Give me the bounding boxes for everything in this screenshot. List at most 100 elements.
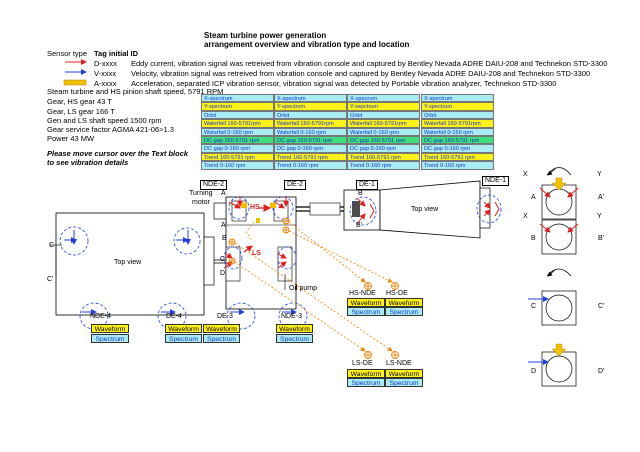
table-cell[interactable]: DC gap 0-160 rpm: [421, 144, 494, 153]
table-cell[interactable]: Trend 0-160 rpm: [347, 161, 420, 170]
table-cell[interactable]: Orbit: [201, 110, 274, 120]
ls-de-spectrum-button[interactable]: Spectrum: [347, 378, 385, 387]
label-de3[interactable]: DE-3: [217, 313, 233, 320]
ls-nde-spectrum-button[interactable]: Spectrum: [385, 378, 423, 387]
letter-view-c-prime: C': [598, 303, 605, 310]
bearing-marker: [173, 227, 201, 255]
legend-desc-velocity: Velocity, vibration signal was retreived…: [131, 69, 591, 78]
hs-de-waveform-button[interactable]: Waveform: [385, 298, 423, 307]
table-cell[interactable]: DC gap 160-5791 rpm: [274, 136, 347, 145]
legend-tag-eddy: D-xxxx: [94, 59, 117, 68]
letter-view-b: B: [531, 235, 536, 242]
spec-speed: Steam turbine and HS pinion shaft speed,…: [47, 87, 224, 96]
table-cell[interactable]: DC gap 0-160 rpm: [201, 144, 274, 153]
table-cell[interactable]: DC gap 0-160 rpm: [347, 144, 420, 153]
table-cell[interactable]: X-spectrum: [201, 94, 274, 103]
instruction-line1: Please move cursor over the Text block: [47, 149, 189, 158]
legend-tag-accel: A-xxxx: [94, 79, 117, 88]
letter-view-d-prime: D': [598, 368, 605, 375]
table-cell[interactable]: X-specrum: [347, 94, 420, 103]
de3-spectrum-button[interactable]: Spectrum: [203, 334, 240, 343]
hs-nde-waveform-button[interactable]: Waveform: [347, 298, 385, 307]
table-cell[interactable]: Orbit: [347, 110, 420, 120]
nde4-waveform-button[interactable]: Waveform: [91, 324, 129, 333]
table-cell[interactable]: Y-spectrum: [274, 102, 347, 111]
label-de4[interactable]: DE-4: [166, 313, 182, 320]
legend-header-type: Sensor type: [47, 49, 88, 58]
ls-nde-waveform-button[interactable]: Waveform: [385, 369, 423, 378]
letter-view-d: D: [531, 368, 537, 375]
spec-service-factor: Gear service factor AGMA 421-06>1.3: [47, 125, 174, 134]
de4-waveform-button[interactable]: Waveform: [165, 324, 202, 333]
nde3-spectrum-button[interactable]: Spectrum: [276, 334, 313, 343]
page-title: Steam turbine power generation: [204, 31, 327, 40]
hs-de-spectrum-button[interactable]: Spectrum: [385, 307, 423, 316]
letter-turbine-b: B: [358, 190, 363, 197]
ls-de-waveform-button[interactable]: Waveform: [347, 369, 385, 378]
table-cell[interactable]: Trend 160-5791 rpm: [201, 152, 274, 162]
table-cell[interactable]: Waterfall 160-5791rpm: [201, 119, 274, 128]
table-cell[interactable]: DC gap 160-5791 rpm: [421, 136, 494, 145]
label-nde2[interactable]: NDE-2: [200, 180, 228, 190]
label-turning-motor-2: motor: [192, 199, 210, 206]
table-cell[interactable]: DC gap 0-160 rpm: [274, 144, 347, 153]
table-cell[interactable]: Trend 0-160 rpm: [201, 161, 274, 170]
table-cell[interactable]: Trend 160-5791 rpm: [421, 152, 494, 162]
label-nde3[interactable]: NDE-3: [281, 313, 303, 320]
table-cell[interactable]: Waterfall 160-5791rpm: [347, 119, 420, 128]
letter-a: A: [221, 190, 226, 197]
spec-ls-gear: Gear, LS gear 166 T: [47, 107, 115, 116]
letter-view-y2: Y: [597, 213, 602, 220]
table-cell[interactable]: Trend 0-160 rpm: [421, 161, 494, 170]
table-cell[interactable]: Trend 160-5791 rpm: [274, 152, 347, 162]
table-cell[interactable]: Waterfall 0-160 rpm: [201, 127, 274, 136]
steam-turbine-body: [309, 180, 491, 239]
table-cell[interactable]: X-spectrum: [421, 94, 494, 103]
table-cell[interactable]: Waterfall 160-5791rpm: [274, 119, 347, 128]
page-subtitle: arrangement overview and vibration type …: [204, 40, 410, 49]
letter-view-x2: X: [523, 213, 528, 220]
label-hs: HS: [250, 204, 260, 211]
table-cell[interactable]: Waterfall 160-5791rpm: [421, 119, 494, 128]
label-nde4[interactable]: NDE-4: [90, 313, 112, 320]
table-cell[interactable]: Trend 160-5791 rpm: [347, 152, 420, 162]
label-top-view-gen: Top view: [114, 259, 142, 266]
label-de1[interactable]: DE-1: [356, 180, 378, 190]
label-ls-de: LS-DE: [352, 360, 373, 367]
table-cell[interactable]: Y-sepctrum: [347, 102, 420, 111]
label-turning-motor-1: Turning: [189, 190, 213, 197]
gearbox-body: [214, 196, 297, 310]
legend-accel-icon: [63, 79, 87, 86]
label-de2[interactable]: DE-2: [284, 180, 306, 190]
hs-nde-spectrum-button[interactable]: Spectrum: [347, 307, 385, 316]
table-cell[interactable]: Waterfall 0-160 rpm: [421, 127, 494, 136]
table-cell[interactable]: DC gap 160-5791 rpm: [347, 136, 420, 145]
table-cell[interactable]: DC gap 160-5791 rpm: [201, 136, 274, 145]
letter-a-prime: A': [221, 222, 228, 229]
de4-spectrum-button[interactable]: Spectrum: [165, 334, 202, 343]
label-top-view-turbine: Top view: [411, 206, 439, 213]
table-cell[interactable]: Y-spectrum: [421, 102, 494, 111]
nde4-spectrum-button[interactable]: Spectrum: [91, 334, 129, 343]
table-cell[interactable]: X-spectrum: [274, 94, 347, 103]
letter-view-a-prime: A': [598, 194, 605, 201]
label-hs-de: HS-DE: [386, 290, 408, 297]
nde3-waveform-button[interactable]: Waveform: [276, 324, 313, 333]
table-cell[interactable]: Orbit: [421, 110, 494, 120]
table-cell[interactable]: Y-spectrum: [201, 102, 274, 111]
table-cell[interactable]: Orbit: [274, 110, 347, 120]
table-cell[interactable]: Waterfall 0-160 rpm: [274, 127, 347, 136]
de3-waveform-button[interactable]: Waveform: [203, 324, 240, 333]
label-ls: LS: [252, 250, 261, 257]
table-cell[interactable]: Trend 0-160 rpm: [274, 161, 347, 170]
letter-gen-c-prime: C': [47, 276, 54, 283]
label-oil-pump: Oil pump: [289, 285, 318, 292]
letter-b: B: [222, 235, 227, 242]
accel-marker-hs: [228, 217, 290, 265]
letter-turbine-b-prime: B': [356, 222, 363, 229]
spec-hs-gear: Gear, HS gear 43 T: [47, 97, 112, 106]
label-nde1[interactable]: NDE-1: [482, 176, 510, 186]
table-cell[interactable]: Waterfall 0-160 rpm: [347, 127, 420, 136]
letter-view-y1: Y: [597, 171, 602, 178]
